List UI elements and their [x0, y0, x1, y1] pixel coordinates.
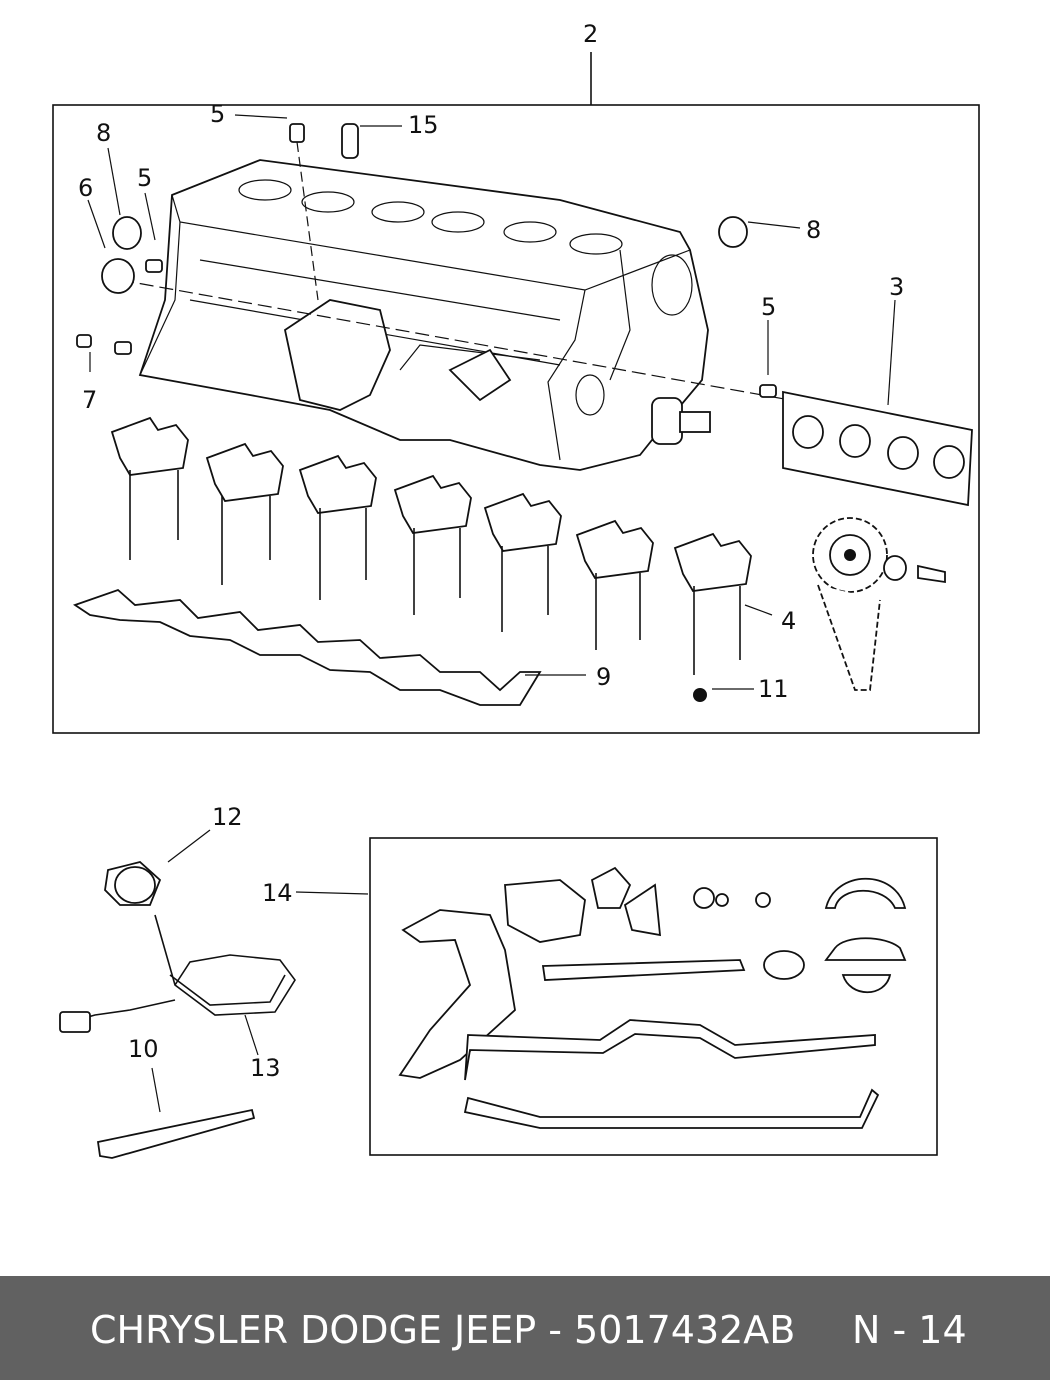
- callout-15: 15: [408, 111, 439, 139]
- main-bearing-caps: [110, 416, 752, 675]
- leader-lines-upper: [87, 114, 896, 690]
- callout-9: 9: [596, 663, 611, 691]
- callout-5-right: 5: [761, 293, 776, 321]
- gasket-set-frame: [369, 837, 938, 1156]
- callout-13: 13: [250, 1054, 281, 1082]
- cable-tie: [96, 1067, 256, 1159]
- parts-diagram: 2 5 15 8 5 6 8 3 5 7 4 9 11 12 14 10 13: [52, 20, 980, 1159]
- footer-bar: CHRYSLER DODGE JEEP - 5017432AB N - 14: [0, 1276, 1050, 1380]
- callout-7: 7: [82, 386, 97, 414]
- callout-8-left: 8: [96, 119, 111, 147]
- timing-gear-chain: [693, 517, 946, 702]
- callout-3: 3: [889, 273, 904, 301]
- callout-5-left: 5: [137, 164, 152, 192]
- bearing-set: [782, 390, 973, 507]
- core-plugs: [76, 123, 777, 398]
- engine-block-frame: [52, 104, 980, 734]
- callout-2: 2: [583, 20, 598, 48]
- callout-11: 11: [758, 675, 789, 703]
- callout-4: 4: [781, 607, 796, 635]
- gasket-set: [398, 866, 907, 1129]
- callout-8-right: 8: [806, 216, 821, 244]
- callout-6: 6: [78, 174, 93, 202]
- callout-5-top: 5: [210, 100, 225, 128]
- page-reference: N - 14: [852, 1308, 967, 1352]
- block-heater: [59, 829, 296, 1056]
- callout-10: 10: [128, 1035, 159, 1063]
- engine-block: [119, 159, 791, 471]
- callout-14: 14: [262, 879, 293, 907]
- bearing-girdle: [72, 588, 542, 706]
- brand-part-number: CHRYSLER DODGE JEEP - 5017432AB: [90, 1308, 796, 1352]
- callout-12: 12: [212, 803, 243, 831]
